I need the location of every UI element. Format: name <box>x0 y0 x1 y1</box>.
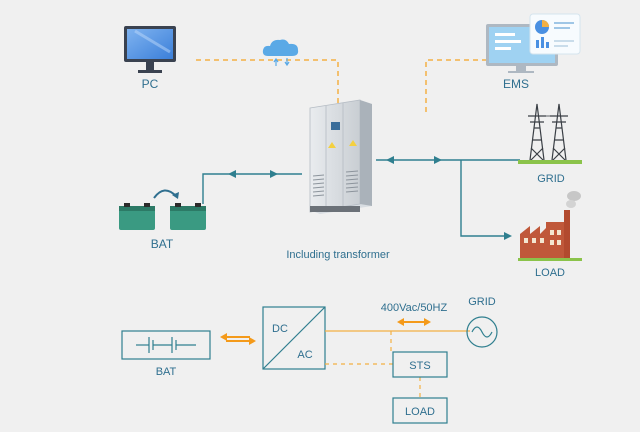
grid-tower-icon <box>522 103 580 163</box>
bat-conv-double-arrow <box>220 333 256 345</box>
ac-bus-double-arrow <box>397 318 431 326</box>
grid-label-bottom: GRID <box>468 296 496 308</box>
bat-label-top: BAT <box>151 237 174 251</box>
factory-load-icon <box>518 191 582 261</box>
ems-monitor-icon <box>486 13 581 73</box>
arrow-right-icon <box>434 156 442 164</box>
arrow-left-icon <box>386 156 394 164</box>
curved-arrow-head <box>172 192 179 199</box>
ems-comm-line <box>425 59 488 112</box>
sts-label: STS <box>409 360 430 372</box>
comm-lines <box>196 59 488 112</box>
dc-ac-converter-block <box>262 306 326 370</box>
curved-arrow-icon <box>153 189 177 199</box>
bat-label-bottom: BAT <box>156 366 177 378</box>
arrow-right-icon <box>504 232 512 240</box>
grass-strip <box>518 160 582 164</box>
arrow-right-icon <box>270 170 278 178</box>
battery-icon <box>170 203 206 230</box>
bat-power-line <box>202 173 302 204</box>
load-power-line <box>460 160 510 237</box>
sts-block <box>392 351 448 378</box>
caption-label: Including transformer <box>286 249 390 261</box>
inverter-cabinet-icon <box>309 99 372 214</box>
load-block <box>392 397 448 424</box>
dc-label: DC <box>272 323 288 335</box>
load-label-bottom: LOAD <box>405 406 435 418</box>
grid-label-top: GRID <box>537 173 565 185</box>
power-lines <box>202 159 520 237</box>
power-arrows <box>228 156 512 240</box>
bat-block <box>121 330 211 360</box>
pc-comm-line <box>196 59 339 112</box>
arrow-left-icon <box>228 170 236 178</box>
battery-icon <box>119 203 155 230</box>
sts-dashed-lines <box>325 331 421 398</box>
ac-label: AC <box>297 349 312 361</box>
pc-monitor-icon <box>124 26 176 73</box>
cloud-icon <box>262 39 299 67</box>
ac-source-icon <box>466 316 498 348</box>
voltage-label: 400Vac/50HZ <box>381 302 448 314</box>
pc-label: PC <box>142 77 159 91</box>
load-label-top: LOAD <box>535 267 565 279</box>
ems-label: EMS <box>503 77 529 91</box>
